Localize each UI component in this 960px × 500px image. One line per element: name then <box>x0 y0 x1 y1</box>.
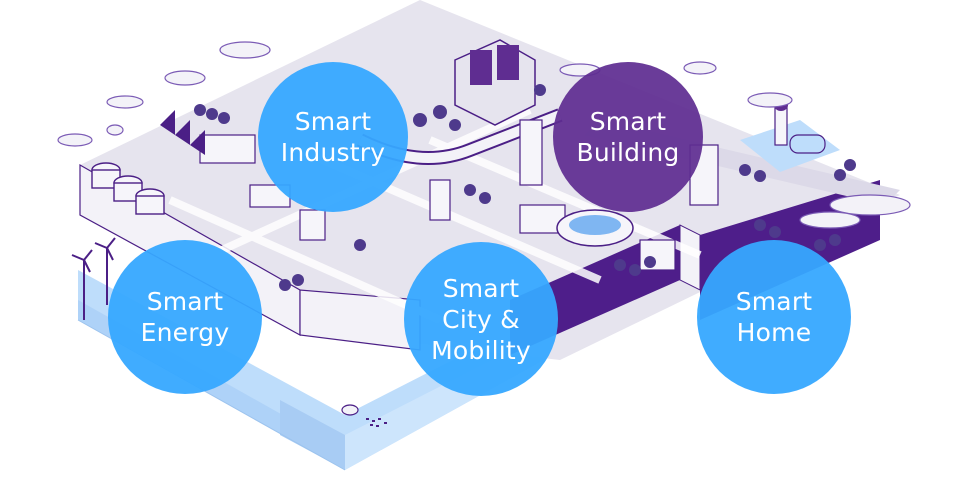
factory <box>160 110 205 155</box>
node-label-line: Building <box>576 138 680 167</box>
node-label-line: Smart <box>735 287 813 316</box>
boat <box>341 404 387 427</box>
storage-tanks <box>91 162 165 215</box>
trees <box>194 84 856 291</box>
node-label-line: Energy <box>140 318 230 347</box>
node-label-line: Smart <box>294 107 372 136</box>
node-smart-city-mobility[interactable]: Smart City & Mobility <box>404 242 558 396</box>
node-label-line: Mobility <box>431 335 531 365</box>
node-label-line: Smart <box>442 273 520 303</box>
node-smart-building[interactable]: Smart Building <box>553 62 703 212</box>
wind-turbines <box>71 237 116 320</box>
node-smart-home[interactable]: Smart Home <box>697 240 851 394</box>
node-label-line: City & <box>442 304 520 334</box>
clouds <box>57 41 911 229</box>
node-smart-industry[interactable]: Smart Industry <box>258 62 408 212</box>
node-label-line: Home <box>736 318 812 347</box>
castle <box>454 39 536 126</box>
node-label-line: Smart <box>589 107 667 136</box>
node-smart-energy[interactable]: Smart Energy <box>108 240 262 394</box>
node-label-line: Smart <box>146 287 224 316</box>
node-label-line: Industry <box>280 138 386 167</box>
farm <box>740 99 840 172</box>
stadium <box>556 209 634 247</box>
